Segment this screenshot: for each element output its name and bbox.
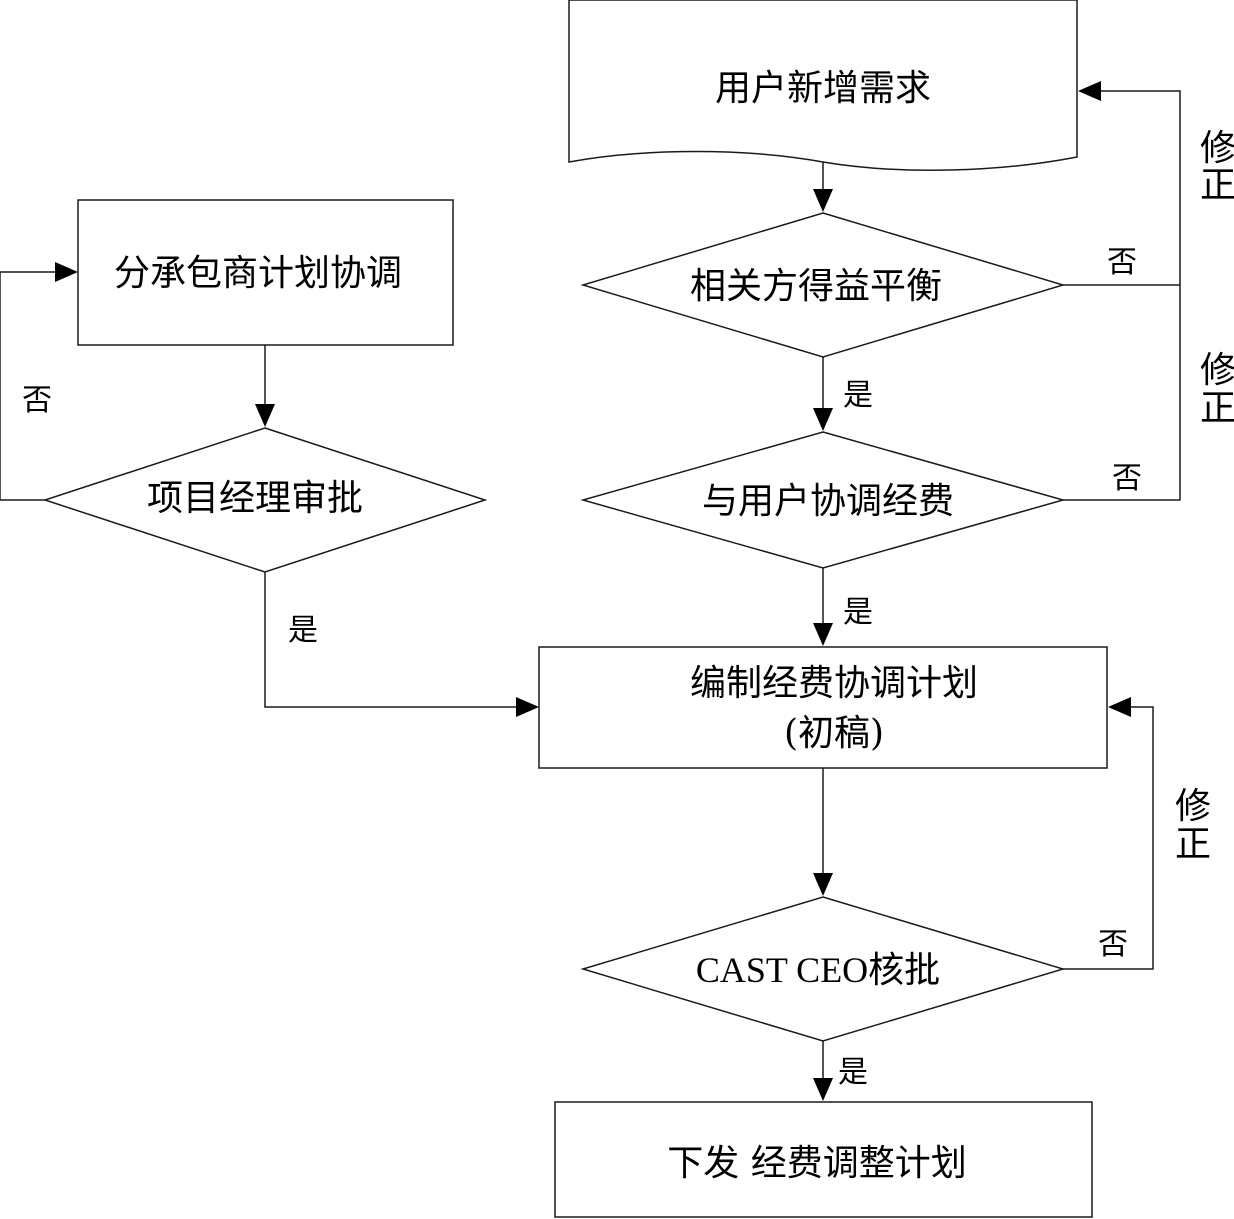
node-ceo-approval: CAST CEO核批	[580, 896, 1066, 1042]
label-revise-lower-char2: 正	[1175, 824, 1211, 865]
arrowhead	[813, 189, 833, 212]
label-revise-middle-char1: 修	[1200, 350, 1234, 391]
node-issue-plan-label: 下发 经费调整计划	[667, 1143, 966, 1184]
label-revise-lower: 修 正	[1175, 786, 1211, 865]
arrowhead	[1108, 697, 1131, 717]
edge-ceo-revise-to-draft	[1063, 697, 1154, 970]
edge-negotiation-to-draft	[813, 568, 833, 646]
node-draft-plan-line1: 编制经费协调计划	[690, 663, 978, 704]
edge-revise-to-request	[1063, 81, 1181, 501]
node-subcontractor-plan-label: 分承包商计划协调	[114, 253, 402, 294]
edge-pm-to-draft	[264, 572, 539, 717]
node-pm-approval-label: 项目经理审批	[147, 478, 363, 519]
label-revise-upper-char2: 正	[1200, 165, 1234, 206]
process-box	[538, 646, 1108, 769]
arrowhead	[813, 623, 833, 646]
node-issue-plan: 下发 经费调整计划	[554, 1101, 1093, 1218]
edge-request-to-balance	[813, 162, 833, 212]
node-stakeholder-balance-label: 相关方得益平衡	[690, 266, 942, 307]
label-revise-middle: 修 正	[1200, 350, 1234, 429]
arrowhead	[255, 404, 275, 427]
node-draft-plan: 编制经费协调计划 (初稿)	[538, 646, 1108, 769]
arrowhead	[1078, 81, 1101, 101]
label-no-balance: 否	[1107, 245, 1137, 280]
arrowhead	[813, 873, 833, 896]
edge-ceo-to-issue	[813, 1041, 833, 1101]
node-cost-negotiation-label: 与用户协调经费	[702, 481, 954, 522]
node-user-request: 用户新增需求	[568, 0, 1078, 171]
process-box	[77, 199, 454, 346]
label-yes-ceo: 是	[838, 1055, 868, 1090]
edge-subcontractor-to-pm	[255, 345, 275, 427]
node-ceo-approval-label: CAST CEO核批	[696, 950, 940, 990]
arrowhead	[55, 262, 78, 282]
node-draft-plan-line2: (初稿)	[784, 713, 884, 754]
node-user-request-label: 用户新增需求	[715, 68, 931, 109]
label-yes-pm: 是	[288, 613, 318, 648]
label-revise-upper: 修 正	[1200, 128, 1234, 206]
label-no-pm: 否	[22, 383, 52, 418]
node-stakeholder-balance: 相关方得益平衡	[580, 212, 1066, 358]
process-box	[554, 1101, 1093, 1218]
arrowhead	[516, 697, 539, 717]
edge-pm-revise-to-subcontractor	[0, 262, 78, 501]
label-revise-upper-char1: 修	[1200, 128, 1234, 169]
edge-draft-to-ceo	[813, 768, 833, 896]
label-yes-negotiation: 是	[843, 595, 873, 630]
label-revise-lower-char1: 修	[1175, 786, 1211, 827]
label-no-negotiation: 否	[1112, 461, 1142, 496]
edge-balance-to-negotiation	[813, 357, 833, 431]
node-pm-approval: 项目经理审批	[42, 427, 488, 573]
label-revise-middle-char2: 正	[1200, 388, 1234, 429]
label-yes-balance: 是	[843, 378, 873, 413]
arrowhead	[813, 408, 833, 431]
arrowhead	[813, 1078, 833, 1101]
node-subcontractor-plan: 分承包商计划协调	[77, 199, 454, 346]
node-cost-negotiation: 与用户协调经费	[580, 431, 1066, 569]
label-no-ceo: 否	[1098, 927, 1128, 962]
